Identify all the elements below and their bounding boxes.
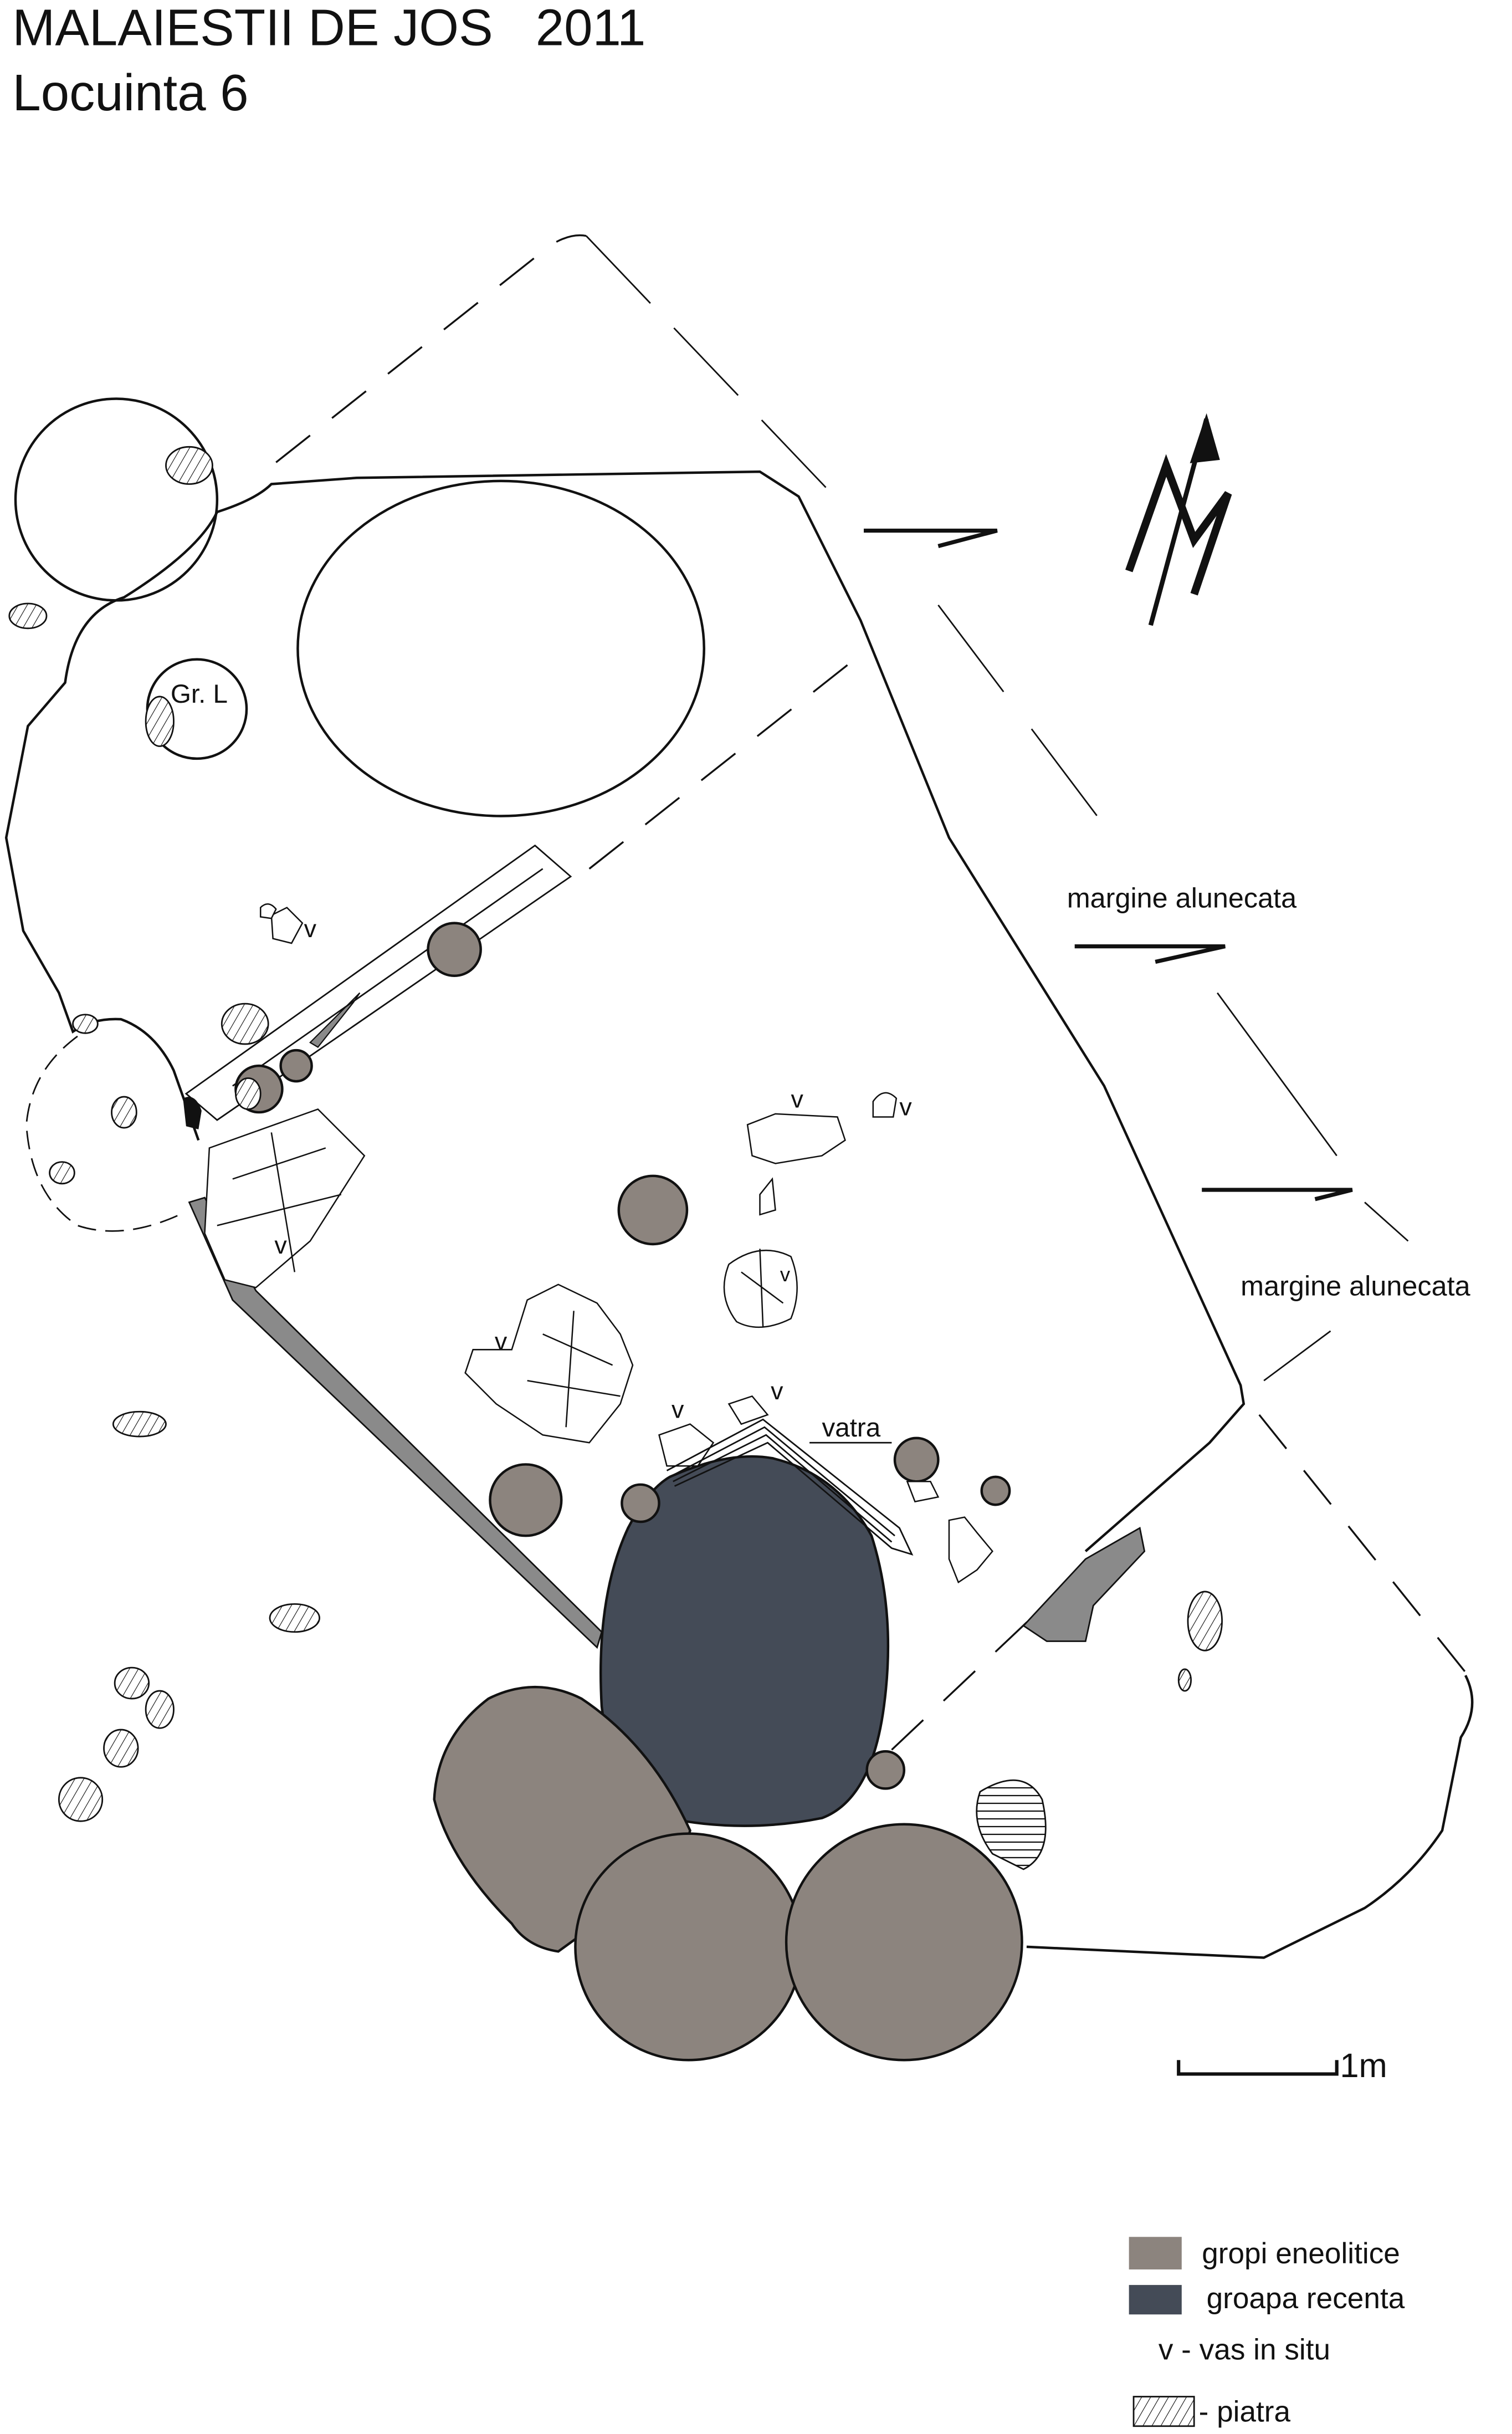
beam-channel [184,844,572,1121]
light-pit-large [296,479,705,817]
svg-text:v: v [495,1327,508,1355]
svg-text:v: v [304,915,317,943]
black-spot [183,1097,202,1129]
svg-text:v: v [791,1086,803,1113]
plan-title: MALAIESTII DE JOS 2011 [12,0,645,56]
legend-label-stone: - piatra [1199,2395,1291,2428]
legend-label-eneolithic: gropi eneolitice [1202,2237,1400,2270]
svg-text:v: v [780,1263,791,1286]
legend-label-vessel: v - vas in situ [1159,2333,1330,2366]
legend-swatch-recent [1129,2285,1182,2315]
eneolithic-pits [234,922,1023,2062]
legend: gropi eneolitice groapa recenta v - vas … [1129,2237,1405,2428]
label-vatra: vatra [822,1413,880,1443]
vessels [204,903,993,1584]
light-pit [14,397,219,602]
legend-label-recent: groapa recenta [1207,2282,1405,2315]
stones [8,446,1223,1870]
recent-pit [599,1455,890,1827]
scale-label: 1m [1340,2047,1387,2085]
label-margine-2: margine alunecata [1241,1270,1470,1301]
slip-markers [864,528,1353,1201]
svg-text:v: v [899,1093,912,1121]
north-arrow-icon [1125,413,1232,626]
svg-text:v: v [771,1377,783,1405]
vessel-labels: v v v v v v v v [274,915,912,1424]
label-gr-l: Gr. L [171,679,228,709]
svg-text:v: v [274,1231,287,1259]
dwelling-outline [4,470,1474,1959]
hearth [666,1418,914,1556]
scale-bar: 1m [1177,2047,1387,2085]
legend-swatch-stone [1132,2396,1195,2427]
label-margine-1: margine alunecata [1067,882,1297,914]
legend-swatch-eneolithic [1129,2237,1182,2270]
plan-subtitle: Locuinta 6 [12,64,248,121]
grey-block [1022,1527,1146,1642]
svg-text:v: v [672,1395,684,1423]
